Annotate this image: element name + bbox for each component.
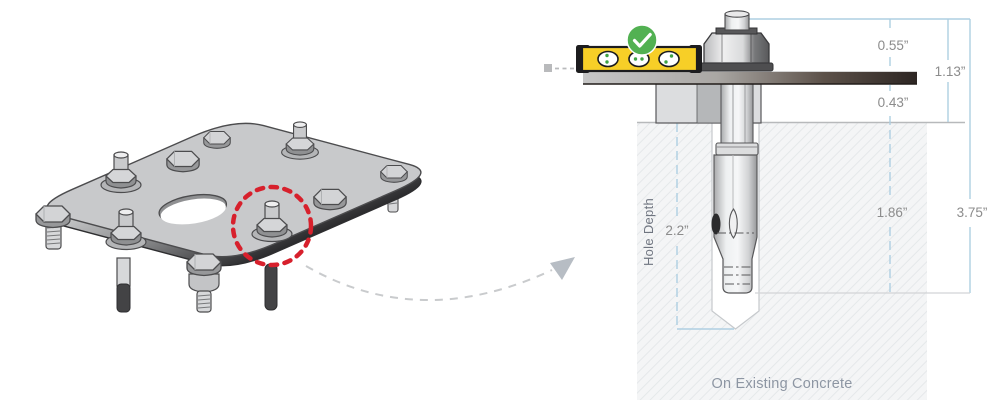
dim-anchor-total-length: 3.75” [957,205,988,220]
anchor-wedge-pin [711,213,721,235]
expansion-clip [728,208,738,239]
anchor-studs-below-plate [45,189,399,313]
dimension-labels: 0.55” 1.13” 0.43” 2.2” 1.86” 3.75” Hole … [641,38,987,392]
dark-stud [264,263,278,311]
plate-center-hole [158,193,228,225]
highlight-dashed-circle-icon [230,184,314,268]
anchor-shaft [720,83,754,147]
anchor-collar [715,142,759,156]
washer [699,62,774,72]
dim-anchor-embedment: 1.86” [877,205,908,220]
dim-nut-above-plate: 0.55” [878,38,909,53]
plate-cross-section [583,71,917,85]
dim-above-concrete-total: 1.13” [935,64,966,79]
baseplate-isometric-panel [30,118,575,313]
threaded-stud [45,221,62,250]
hex-nut [703,32,770,64]
zoom-arrow-icon [305,257,575,302]
diagram-caption: On Existing Concrete [711,376,852,392]
hole-depth-axis-label: Hole Depth [641,198,656,266]
nut-and-threaded-stud [188,273,220,313]
dim-hole-depth: 2.2” [665,223,688,238]
anchor-body [711,154,758,294]
dim-plate-to-concrete-gap: 0.43” [878,95,909,110]
anchor-cross-section-panel: 0.55” 1.13” 0.43” 2.2” 1.86” 3.75” Hole … [544,10,987,400]
spirit-level [544,45,702,73]
long-stud [116,257,131,313]
level-reference-square [544,64,552,72]
concrete-block [637,121,965,400]
nut-and-washer [699,10,774,72]
stud-top [724,10,750,31]
anchor-bolt [711,83,759,294]
check-icon [626,24,658,56]
dimension-lines [676,18,971,330]
baseplate-top-face [30,118,438,262]
